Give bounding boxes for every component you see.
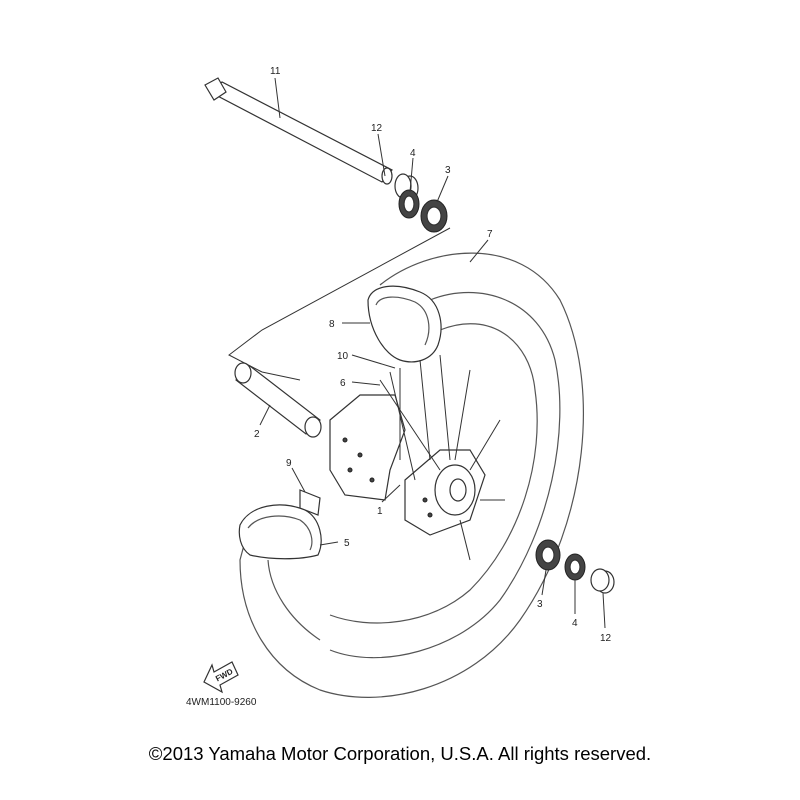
fwd-arrow-icon: FWD [203,661,239,694]
diagram-code: 4WM1100-9260 [186,697,257,708]
tire-part[interactable] [239,252,584,698]
callout-2: 2 [254,429,260,440]
callout-9: 9 [286,458,292,469]
tube-part[interactable] [367,285,442,363]
callout-7: 7 [487,229,493,240]
oil-seal-part[interactable] [398,189,420,219]
callout-11: 11 [270,66,281,77]
callout-8: 8 [329,319,335,330]
leader-lines [259,77,606,629]
rim-band-part[interactable] [238,489,322,560]
callout-3: 3 [445,165,451,176]
callout-1: 1 [377,506,383,517]
spacer-part[interactable] [234,362,322,438]
hub-part[interactable] [329,394,486,536]
copyright-footer: ©2013 Yamaha Motor Corporation, U.S.A. A… [148,743,652,764]
callout-12: 12 [371,123,383,134]
callout-6: 6 [340,378,346,389]
callout-12-lower: 12 [600,633,612,644]
axle-part[interactable] [204,77,393,185]
callout-4: 4 [410,148,416,159]
spokes-part[interactable] [379,354,505,561]
oil-seal-part-lower[interactable] [564,553,586,581]
collar-part-lower[interactable] [590,568,615,594]
callout-3-lower: 3 [537,599,543,610]
callout-4-lower: 4 [572,618,578,629]
bearing-part-lower[interactable] [535,539,561,571]
callout-5: 5 [344,538,350,549]
callout-10: 10 [337,351,349,362]
bearing-part[interactable] [420,199,448,233]
